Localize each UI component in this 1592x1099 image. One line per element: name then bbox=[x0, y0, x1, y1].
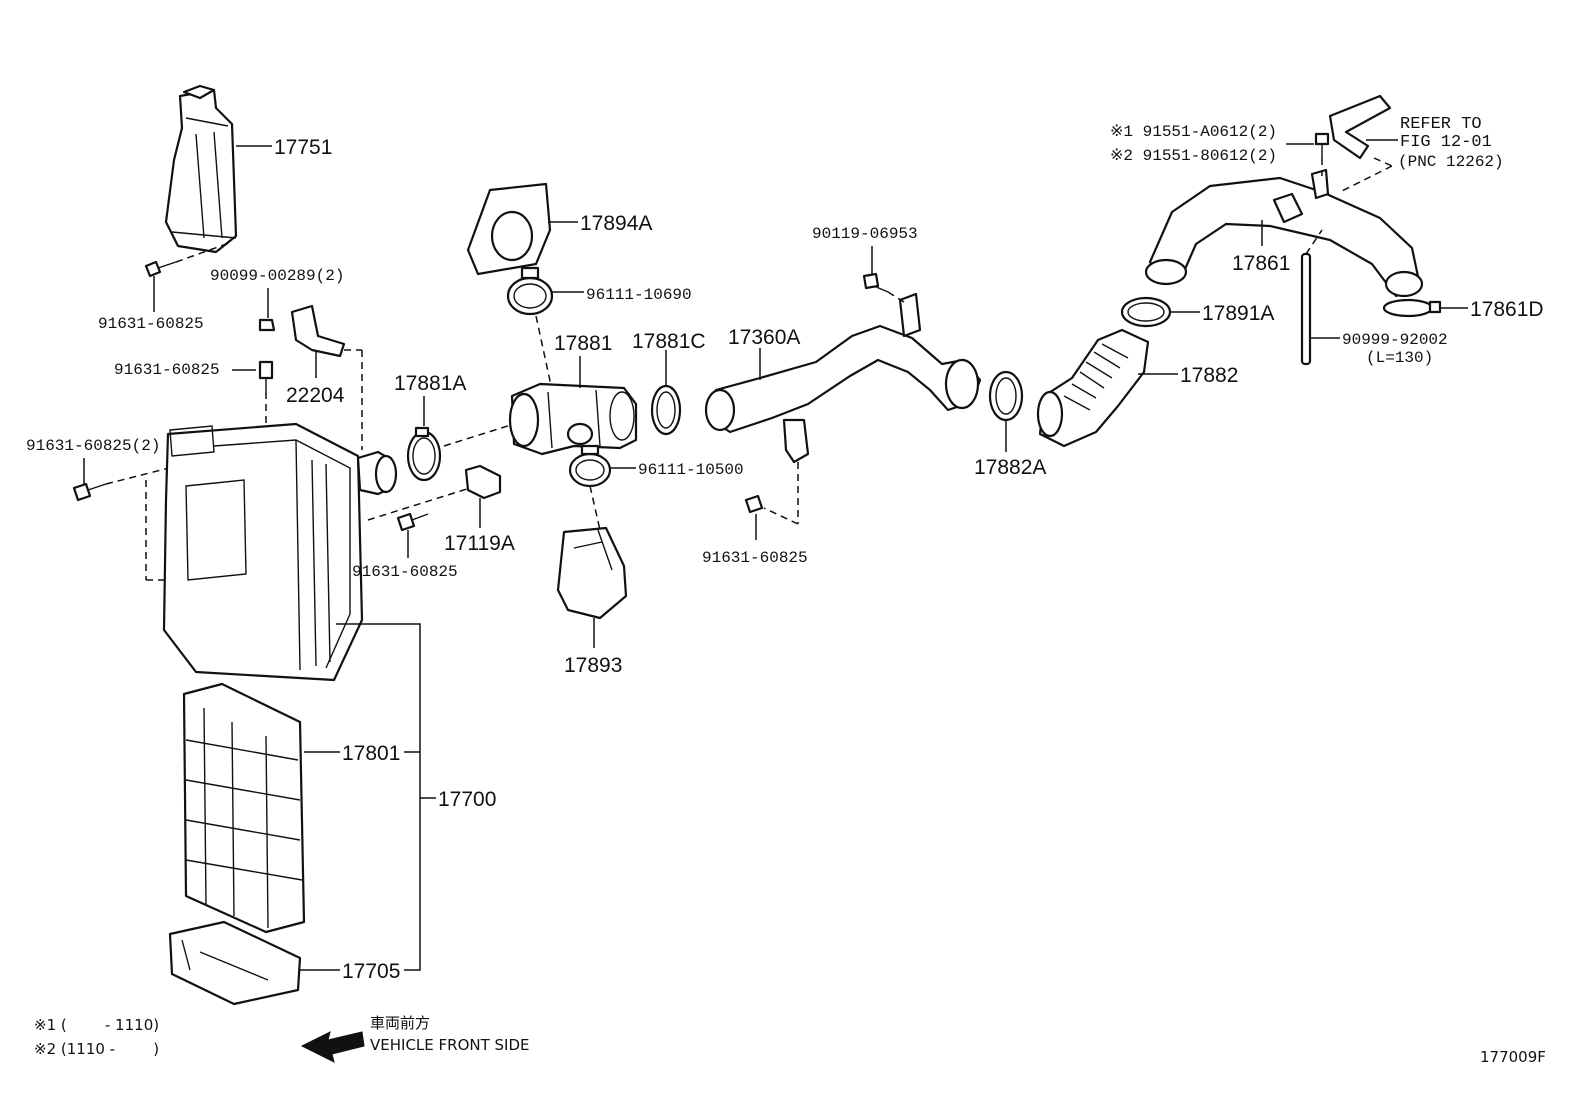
label-90099-00289: 90099-00289(2) bbox=[210, 267, 344, 285]
part-17861-pipe bbox=[1144, 168, 1424, 298]
label-refer-to: REFER TO bbox=[1400, 115, 1482, 134]
label-17881: 17881 bbox=[554, 332, 612, 355]
label-17119A: 17119A bbox=[444, 532, 515, 555]
label-91631-b: 91631-60825 bbox=[114, 361, 220, 379]
bolt-91631-e bbox=[744, 494, 764, 514]
label-17881A: 17881A bbox=[394, 372, 466, 395]
label-17891A: 17891A bbox=[1202, 302, 1274, 325]
label-l130: (L=130) bbox=[1366, 349, 1433, 367]
part-17881C-clamp bbox=[650, 384, 682, 436]
bolt-91551 bbox=[1314, 132, 1330, 158]
label-17861: 17861 bbox=[1232, 252, 1290, 275]
part-17881A-clamp bbox=[406, 426, 442, 482]
part-90999-92002-rod bbox=[1300, 252, 1312, 366]
label-front-jp: 車両前方 bbox=[370, 1014, 430, 1032]
part-17882A-clamp bbox=[988, 370, 1024, 422]
label-90999-92002: 90999-92002 bbox=[1342, 331, 1448, 349]
label-17751: 17751 bbox=[274, 136, 332, 159]
part-refer-hose bbox=[1328, 94, 1392, 160]
label-91551-a0612: ※1 91551-A0612(2) bbox=[1110, 123, 1277, 141]
part-17751-inlet-duct bbox=[164, 84, 238, 254]
footnote-1: ※1 ( - 1110) bbox=[34, 1016, 159, 1034]
footnote-2: ※2 (1110 - ) bbox=[34, 1040, 159, 1058]
part-17882-hose bbox=[1036, 328, 1150, 448]
label-96111-10500: 96111-10500 bbox=[638, 461, 744, 479]
bolt-91631-a bbox=[144, 260, 177, 278]
bolt-90119 bbox=[862, 272, 889, 293]
part-17894A-cover bbox=[466, 182, 552, 276]
figure-id: 177009F bbox=[1480, 1048, 1546, 1066]
label-front-en: VEHICLE FRONT SIDE bbox=[370, 1036, 530, 1054]
label-91551-80612: ※2 91551-80612(2) bbox=[1110, 147, 1277, 165]
part-17891A-clamp bbox=[1120, 296, 1172, 328]
part-17705-lower-case bbox=[168, 920, 302, 1006]
part-17861D-clamp bbox=[1382, 298, 1442, 318]
label-17882A: 17882A bbox=[974, 456, 1046, 479]
label-90119-06953: 90119-06953 bbox=[812, 225, 918, 243]
part-17360A-pipe bbox=[704, 292, 982, 464]
label-91631-a: 91631-60825 bbox=[98, 315, 204, 333]
label-17360A: 17360A bbox=[728, 326, 800, 349]
label-17700: 17700 bbox=[438, 788, 496, 811]
clamp-96111-10690 bbox=[506, 266, 554, 316]
label-17801: 17801 bbox=[342, 742, 400, 765]
label-17893: 17893 bbox=[564, 654, 622, 677]
bolt-91631-c bbox=[72, 482, 107, 502]
label-91631-e: 91631-60825 bbox=[702, 549, 808, 567]
part-17119A-bracket bbox=[464, 464, 502, 500]
label-91631-d: 91631-60825 bbox=[352, 563, 458, 581]
bracket-17700 bbox=[336, 623, 436, 971]
part-22204-sensor bbox=[290, 304, 346, 358]
bolt-91631-d bbox=[396, 512, 429, 532]
label-pnc-12262: (PNC 12262) bbox=[1398, 153, 1504, 171]
label-91631-c: 91631-60825(2) bbox=[26, 437, 160, 455]
label-96111-10690: 96111-10690 bbox=[586, 286, 692, 304]
label-17894A: 17894A bbox=[580, 212, 652, 235]
label-17705: 17705 bbox=[342, 960, 400, 983]
clamp-96111-10500 bbox=[568, 444, 612, 488]
label-17881C: 17881C bbox=[632, 330, 706, 353]
bolt-91631-b bbox=[258, 360, 274, 392]
bolt-90099 bbox=[258, 318, 276, 332]
label-17882: 17882 bbox=[1180, 364, 1238, 387]
part-17893-duct bbox=[556, 526, 628, 620]
part-17881-hose bbox=[508, 382, 638, 456]
label-17861D: 17861D bbox=[1470, 298, 1544, 321]
label-22204: 22204 bbox=[286, 384, 345, 407]
vehicle-front-arrow-icon bbox=[300, 1031, 365, 1063]
label-fig-12-01: FIG 12-01 bbox=[1400, 133, 1492, 152]
part-17801-filter-element bbox=[182, 682, 306, 934]
part-air-cleaner-case bbox=[162, 422, 398, 682]
